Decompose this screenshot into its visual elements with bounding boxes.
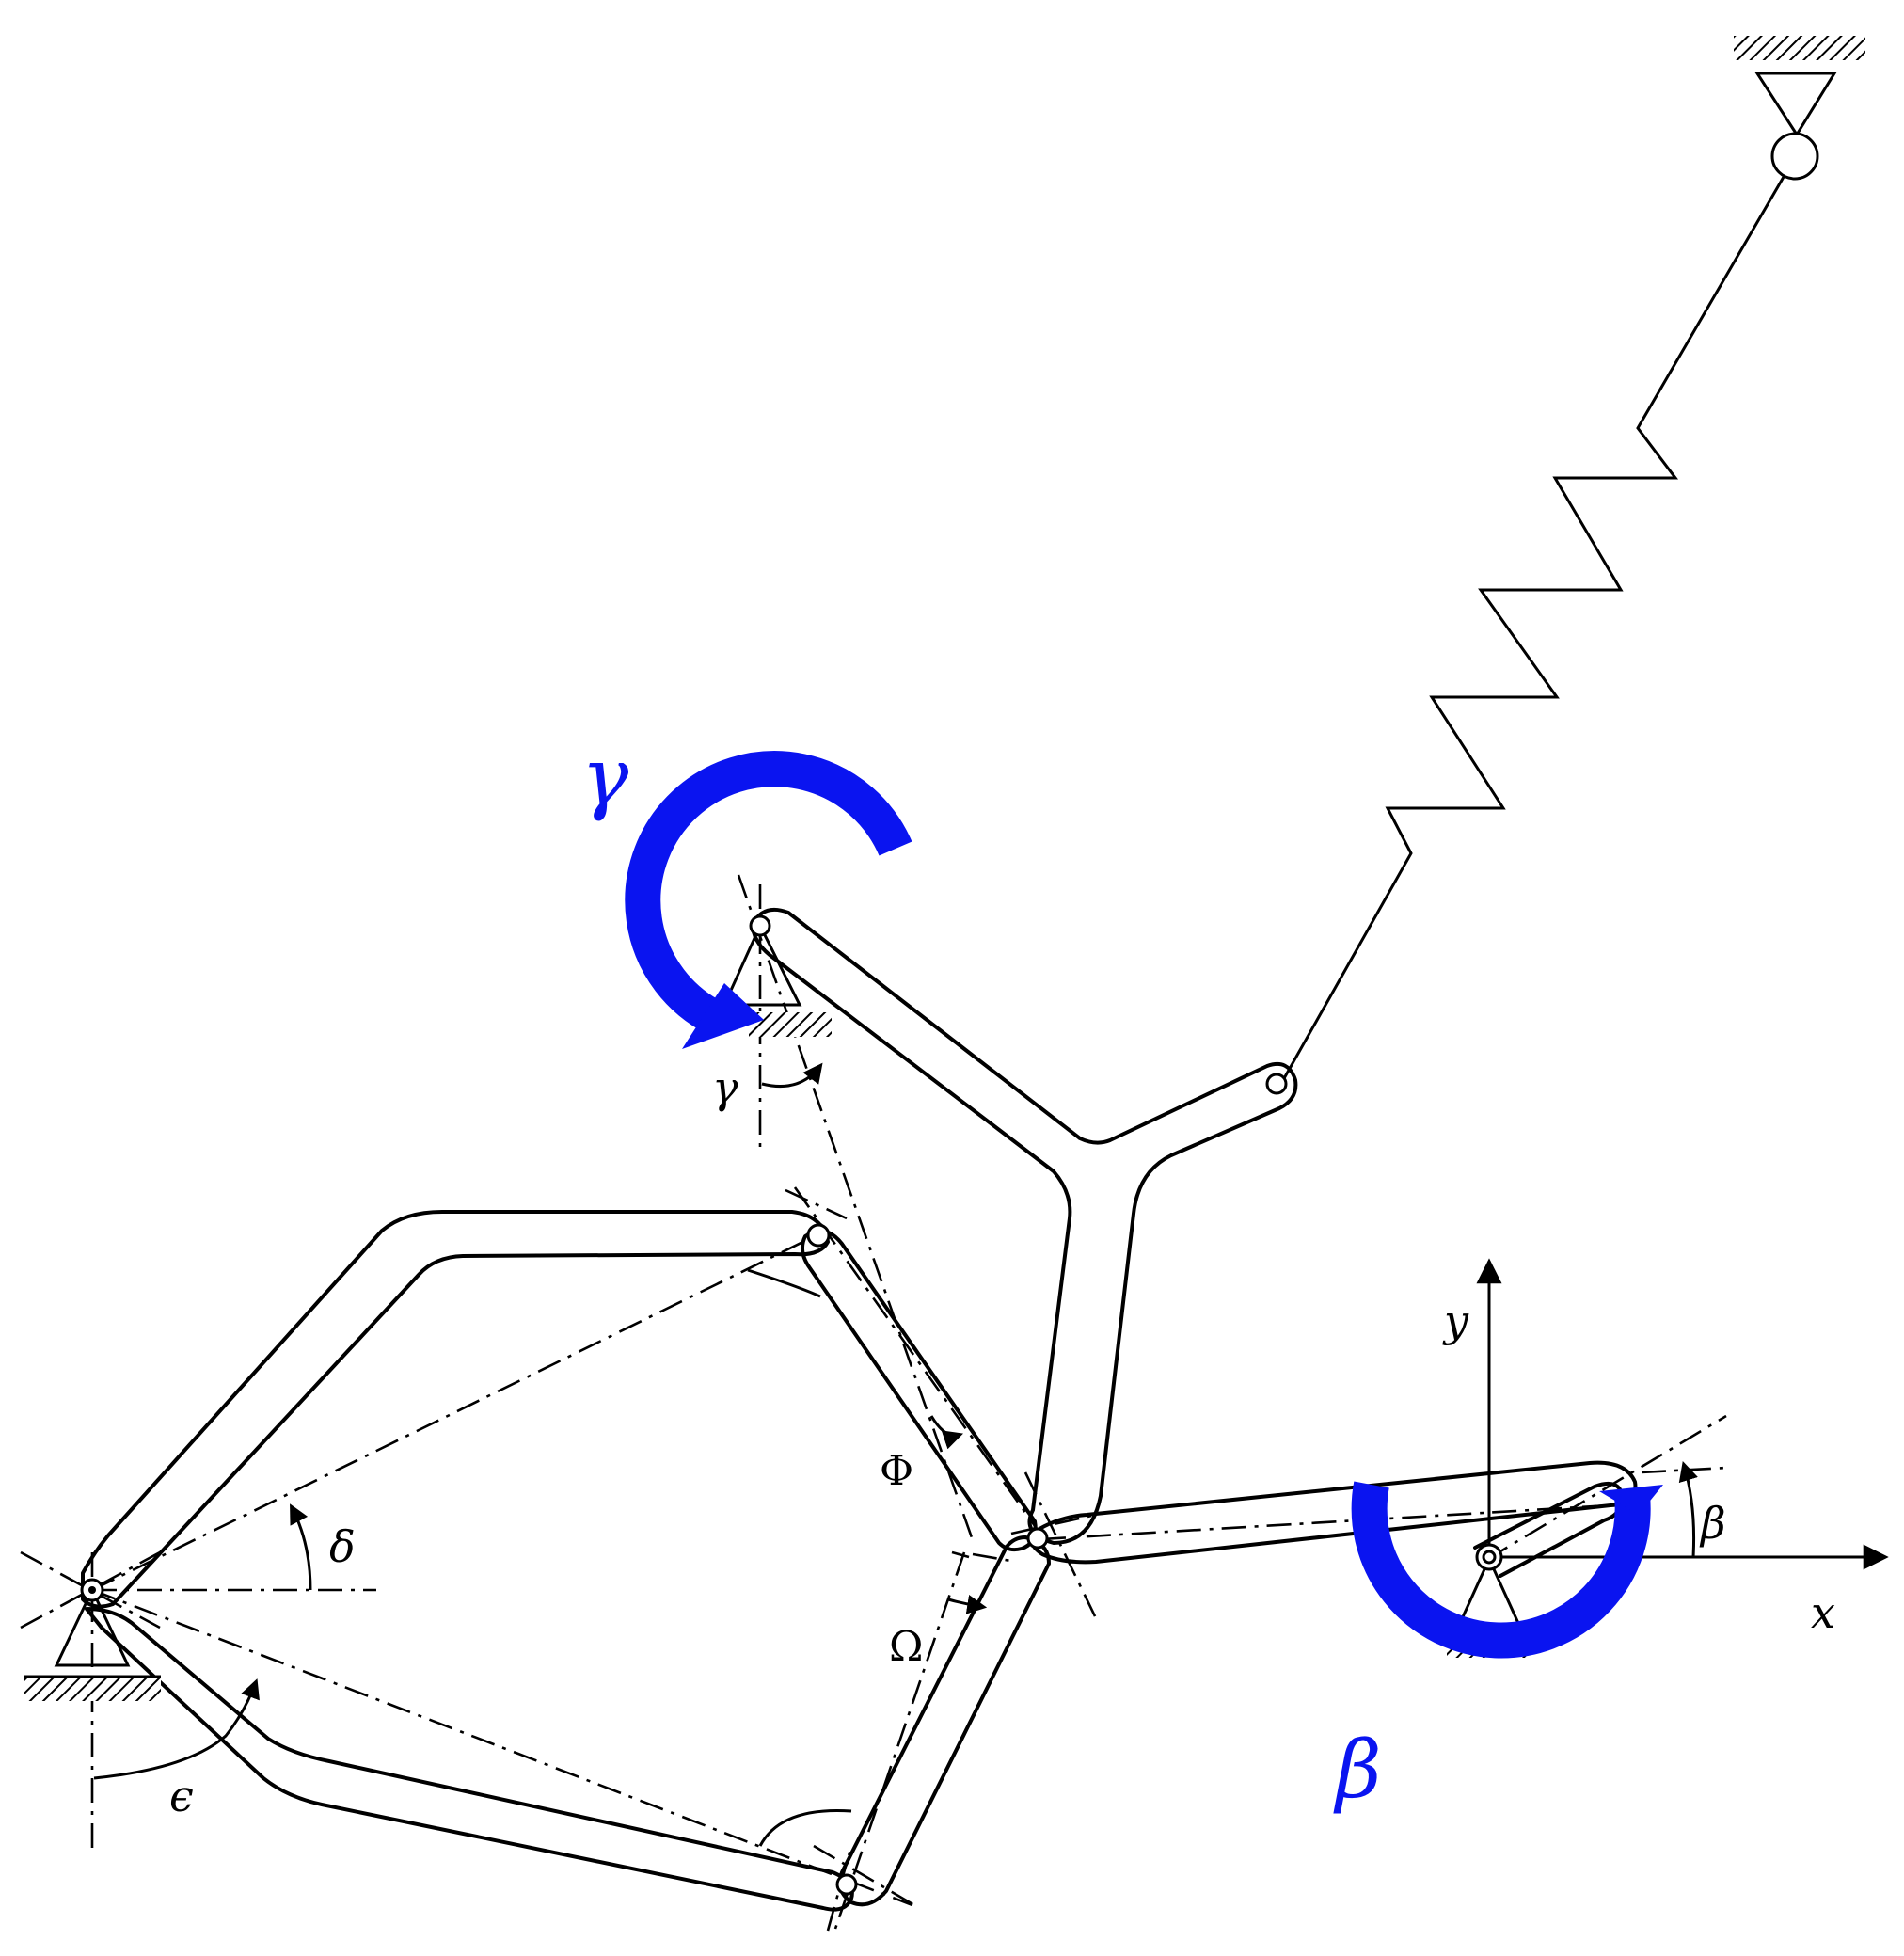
top-ground-support	[1734, 36, 1865, 181]
delta-label: δ	[329, 1521, 356, 1572]
x-axis-label: x	[1811, 1587, 1835, 1638]
upper-joint-arc	[747, 1268, 821, 1298]
pin-joint-icon	[1770, 132, 1819, 181]
y-axis-label: y	[1442, 1296, 1469, 1346]
upper-coupler-link	[800, 1229, 1038, 1552]
coordinate-axes	[1476, 1258, 1889, 1570]
curved-arrow-icon	[625, 751, 912, 1034]
y-rocker-link	[751, 908, 1298, 1545]
gamma-rotation-arrow	[625, 751, 912, 1049]
pin-joints	[80, 914, 1503, 1896]
beta-angle-arc	[1678, 1460, 1698, 1558]
triangle-pivot-icon	[1754, 72, 1837, 137]
hatched-ground-icon	[24, 1677, 161, 1701]
gamma-big-label: γ	[581, 731, 629, 823]
beta-big-label: β	[1333, 1724, 1382, 1816]
omega-angle-arc	[947, 1595, 988, 1614]
pin-joint-icon	[1026, 1527, 1049, 1550]
curved-arrow-icon	[1351, 1481, 1651, 1659]
pin-joint-icon	[835, 1873, 858, 1896]
hatched-ground-icon	[1734, 36, 1865, 60]
zigzag-spring-icon	[1281, 176, 1785, 1081]
omega-label: Ω	[889, 1623, 923, 1671]
pin-joint-icon	[749, 914, 771, 937]
triangle-pivot-icon	[54, 1586, 131, 1667]
gamma-angle-arc	[761, 1062, 823, 1089]
lower-left-link	[85, 1607, 854, 1912]
left-ground-support	[24, 1586, 161, 1701]
angle-indicators	[93, 1062, 1698, 1847]
epsilon-angle-arc	[93, 1678, 260, 1780]
delta-angle-arc	[290, 1503, 312, 1591]
epsilon-label: ϵ	[169, 1771, 194, 1821]
pin-joint-icon	[806, 1223, 831, 1248]
top-pivot-support	[722, 922, 832, 1037]
lower-coupler-link	[838, 1535, 1051, 1907]
upper-left-link	[81, 1210, 830, 1609]
arrowhead	[682, 983, 764, 1049]
triangle-pivot-icon	[722, 922, 802, 1007]
beta-small-label: β	[1699, 1498, 1726, 1549]
beta-rotation-arrow	[1351, 1481, 1663, 1659]
arrowhead	[1599, 1485, 1663, 1515]
phi-label: Φ	[880, 1447, 913, 1495]
phi-angle-arc	[929, 1415, 963, 1450]
gamma-small-label: γ	[712, 1062, 738, 1113]
pin-joint-icon	[1265, 1073, 1288, 1095]
hatched-ground-icon	[749, 1012, 832, 1037]
lower-joint-arc	[758, 1808, 852, 1847]
